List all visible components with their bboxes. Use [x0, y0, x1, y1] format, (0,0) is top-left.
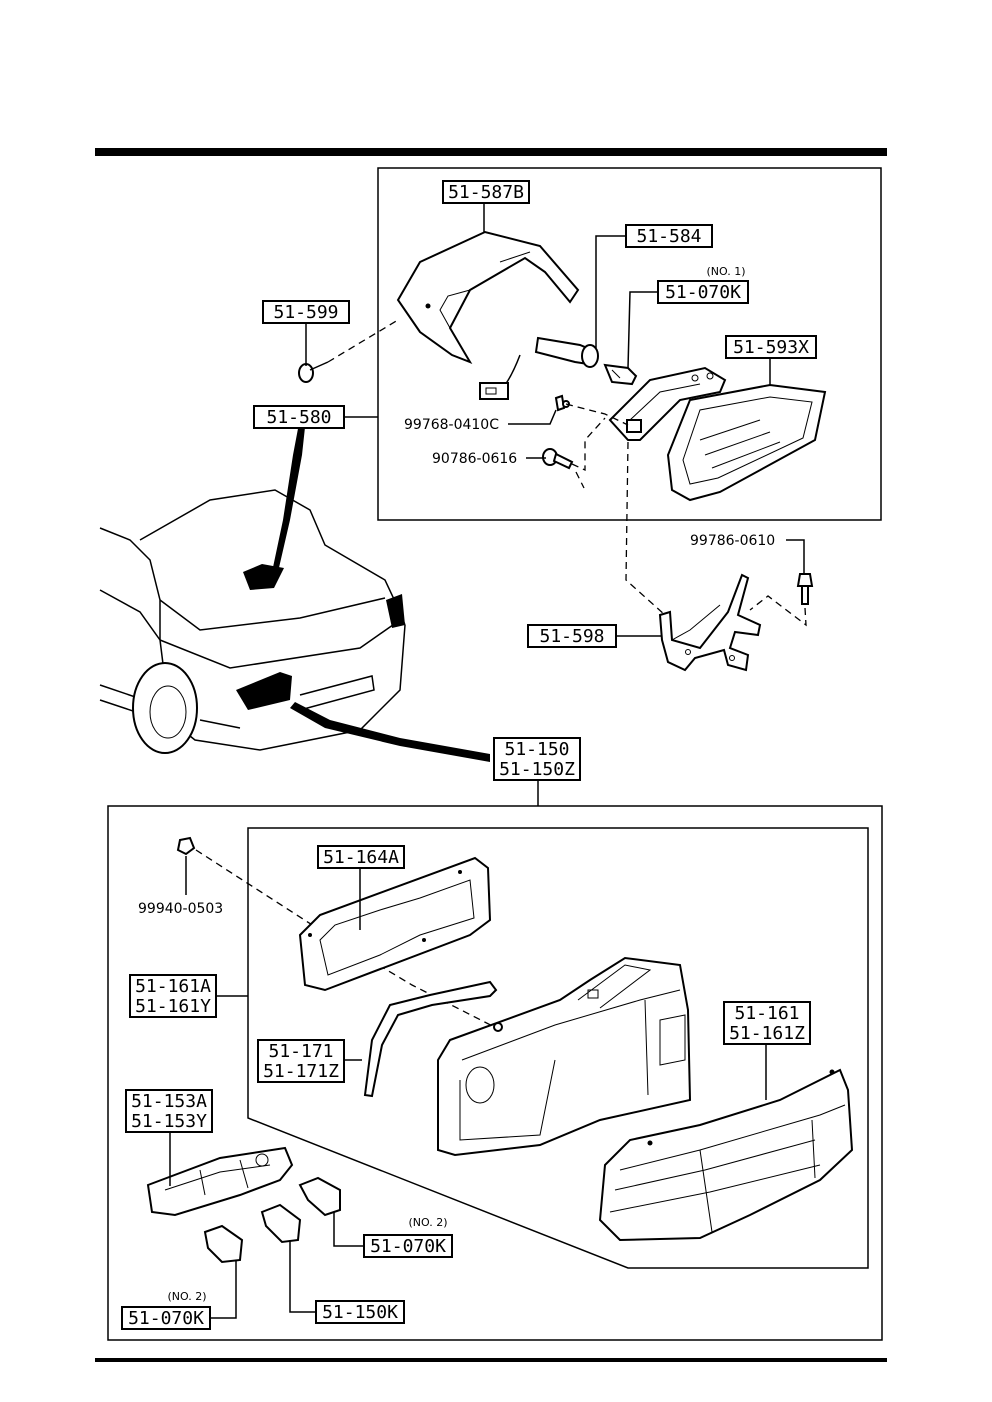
top-bulb-drawing [603, 363, 638, 386]
label-51-070K-right-text: 51-070K [370, 1236, 446, 1257]
leader-070K-left [210, 1260, 237, 1319]
lamp-housing-drawing [437, 956, 692, 1157]
header-rule [95, 148, 887, 156]
high-mount-lamp-frame [377, 167, 882, 521]
seal-drawing [363, 980, 498, 1098]
label-51-150K-text: 51-150K [322, 1302, 398, 1323]
label-51-070K-left-text: 51-070K [128, 1308, 204, 1329]
leader-580-arrow [272, 418, 306, 572]
note-no2-right: (NO. 2) [408, 1216, 447, 1229]
label-51-598[interactable]: 51-598 [527, 624, 617, 648]
label-51-164A-text: 51-164A [323, 847, 399, 868]
label-51-150-text: 51-150 [504, 739, 569, 760]
label-51-153A-text: 51-153A [131, 1091, 207, 1112]
note-no1: (NO. 1) [706, 265, 745, 278]
label-51-598-text: 51-598 [539, 626, 604, 647]
screw-guide-line-2 [571, 417, 606, 472]
label-51-599[interactable]: 51-599 [262, 300, 350, 324]
label-51-070K-top-text: 51-070K [665, 282, 741, 303]
car-rear-drawing [99, 489, 406, 754]
bracket-guide-line [625, 441, 666, 616]
lamp-lens-drawing [666, 383, 827, 502]
label-51-153A[interactable]: 51-153A 51-153Y [125, 1089, 213, 1133]
label-99786-0610[interactable]: 99786-0610 [690, 533, 775, 549]
screw-guide-line-1 [565, 403, 629, 426]
bracket-drawing [658, 573, 762, 672]
label-51-161A[interactable]: 51-161A 51-161Y [129, 974, 217, 1018]
lamp-body-drawing [608, 366, 727, 441]
bolt-90786-drawing [542, 448, 574, 470]
label-51-153Y-text: 51-153Y [131, 1111, 207, 1132]
screw-guide-line-3 [575, 471, 585, 489]
bulb-center-drawing [260, 1203, 302, 1244]
rear-combination-lamp-frame [107, 805, 883, 1341]
label-51-171-text: 51-171 [268, 1041, 333, 1062]
label-51-580[interactable]: 51-580 [253, 405, 345, 429]
label-51-164A[interactable]: 51-164A [317, 845, 405, 869]
label-51-161Y-text: 51-161Y [135, 996, 211, 1017]
nut-99940-drawing [176, 836, 196, 856]
leader-99786 [786, 539, 805, 574]
label-51-150K[interactable]: 51-150K [315, 1300, 405, 1324]
footer-rule [95, 1358, 887, 1362]
bolt-99786-guide-line [749, 595, 807, 627]
label-51-599-text: 51-599 [273, 302, 338, 323]
label-51-161Z-text: 51-161Z [729, 1023, 805, 1044]
leader-070K-right [333, 1212, 364, 1247]
label-51-171Z-text: 51-171Z [263, 1061, 339, 1082]
label-51-161A-text: 51-161A [135, 976, 211, 997]
label-51-584-text: 51-584 [636, 226, 701, 247]
label-90786-0616[interactable]: 90786-0616 [432, 451, 517, 467]
label-51-587B[interactable]: 51-587B [442, 180, 530, 204]
label-51-150Z-text: 51-150Z [499, 759, 575, 780]
lamp-cover-drawing [396, 230, 580, 364]
label-51-593X-text: 51-593X [733, 337, 809, 358]
label-51-070K-top[interactable]: 51-070K [657, 280, 749, 304]
screw-51-599-drawing [298, 361, 329, 383]
gasket-drawing [298, 856, 492, 992]
label-51-161[interactable]: 51-161 51-161Z [723, 1001, 811, 1045]
label-51-584[interactable]: 51-584 [625, 224, 713, 248]
socket-assembly-drawing [146, 1146, 294, 1217]
bulb-left-drawing [203, 1224, 244, 1264]
note-no2-left: (NO. 2) [167, 1290, 206, 1303]
screw-599-guide-line [327, 319, 399, 363]
label-51-593X[interactable]: 51-593X [725, 335, 817, 359]
nut-guide-line [195, 849, 521, 1041]
bolt-99786-drawing [796, 573, 814, 605]
leader-150-arrow [290, 702, 490, 762]
leader-584 [595, 235, 626, 348]
label-51-161-text: 51-161 [734, 1003, 799, 1024]
outer-lens-drawing [598, 1068, 854, 1242]
label-51-070K-right[interactable]: 51-070K [363, 1234, 453, 1258]
leader-070K-top [627, 291, 658, 369]
label-51-150[interactable]: 51-150 51-150Z [493, 737, 581, 781]
label-51-587B-text: 51-587B [448, 182, 524, 203]
lamp-inner-frame [247, 827, 869, 1269]
leader-150K [289, 1240, 316, 1313]
label-99940-0503[interactable]: 99940-0503 [138, 901, 223, 917]
label-51-580-text: 51-580 [266, 407, 331, 428]
screw-99768-drawing [554, 394, 570, 412]
leader-99768 [508, 409, 557, 425]
socket-wire-drawing [479, 336, 599, 400]
label-51-171[interactable]: 51-171 51-171Z [257, 1039, 345, 1083]
label-99768-0410C[interactable]: 99768-0410C [404, 417, 499, 433]
label-51-070K-left[interactable]: 51-070K [121, 1306, 211, 1330]
bulb-right-drawing [298, 1176, 341, 1217]
